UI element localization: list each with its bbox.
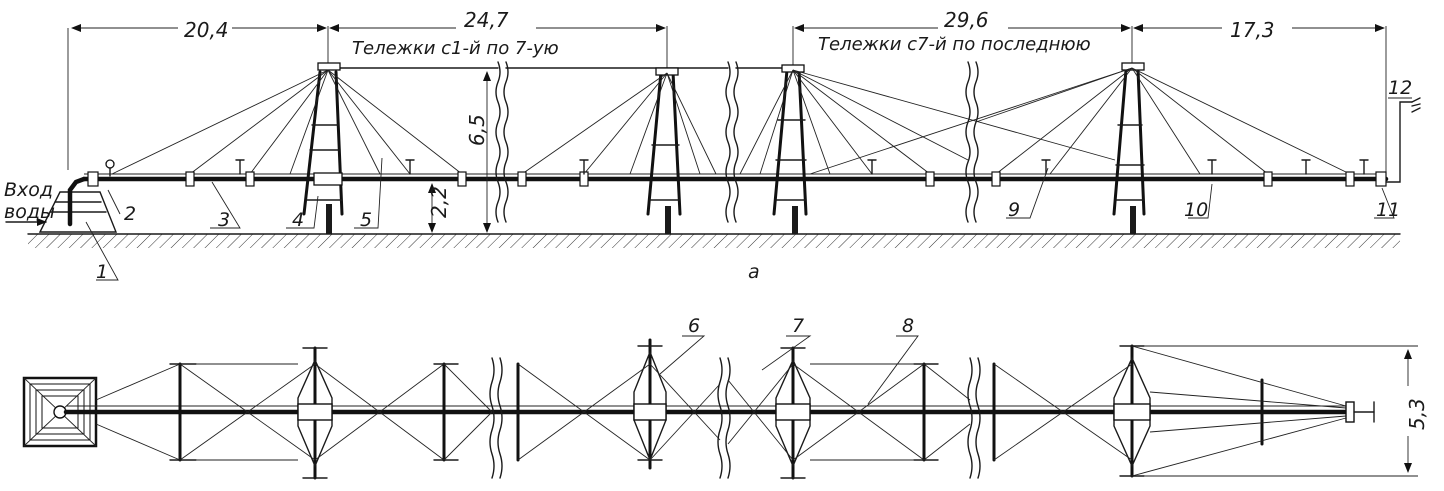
- dimension-d3: 29,6: [944, 8, 989, 32]
- label-7: 7: [792, 315, 804, 337]
- dimension-height-pipe: 2,2: [427, 186, 451, 218]
- tower-4: [1112, 62, 1146, 234]
- label-11: 11: [1376, 199, 1400, 221]
- label-1: 1: [96, 261, 108, 283]
- plan-crossbars: [169, 362, 1264, 462]
- water-inlet-pump: [38, 159, 118, 233]
- caption-carts-first: Тележки с1-й по 7-ую: [352, 38, 559, 59]
- sprinklers: [235, 159, 1369, 175]
- tower-1: [302, 62, 344, 234]
- ground: [27, 233, 1401, 248]
- plan-label-leaders: [659, 335, 919, 405]
- top-dimension-line: [67, 24, 1387, 175]
- dimension-height-total: 6,5: [465, 114, 489, 146]
- plan-break-marks: [489, 357, 981, 479]
- label-5: 5: [360, 209, 372, 231]
- plan-end-cap: [1345, 401, 1375, 423]
- tower-4-cables: [809, 67, 1351, 175]
- tower-2-cables: [521, 72, 717, 175]
- label-6: 6: [688, 315, 700, 337]
- plan-main-pipe: [63, 405, 1349, 415]
- tower-1-cables: [111, 69, 463, 175]
- dimension-d2: 24,7: [464, 8, 509, 32]
- end-pipe: [1375, 97, 1421, 187]
- label-2: 2: [124, 203, 136, 225]
- dimension-d1: 20,4: [184, 18, 229, 42]
- dimension-d4: 17,3: [1230, 18, 1275, 42]
- view-label-a: а: [748, 261, 760, 283]
- plan-carts: [297, 338, 1151, 480]
- dimension-width-plan: 5,3: [1405, 398, 1429, 430]
- plan-width-dimension: [1144, 345, 1418, 477]
- tower-3-cables: [739, 69, 1116, 175]
- tower-3: [772, 64, 808, 234]
- tower-2: [646, 67, 682, 234]
- label-4: 4: [292, 209, 304, 231]
- label-9: 9: [1008, 199, 1020, 221]
- label-10: 10: [1184, 199, 1208, 221]
- pipe-couplings: [185, 171, 1355, 187]
- label-12: 12: [1388, 77, 1412, 99]
- height-dimension: [428, 71, 491, 233]
- label-3: 3: [218, 209, 230, 231]
- caption-carts-last: Тележки с7-й по последнюю: [818, 34, 1091, 55]
- label-8: 8: [902, 315, 914, 337]
- label-leaders: [85, 97, 1412, 281]
- inlet-label-line1: Вход: [4, 179, 53, 201]
- inlet-label-line2: воды: [4, 201, 55, 223]
- plan-bracing: [95, 345, 1347, 477]
- break-marks: [495, 61, 979, 223]
